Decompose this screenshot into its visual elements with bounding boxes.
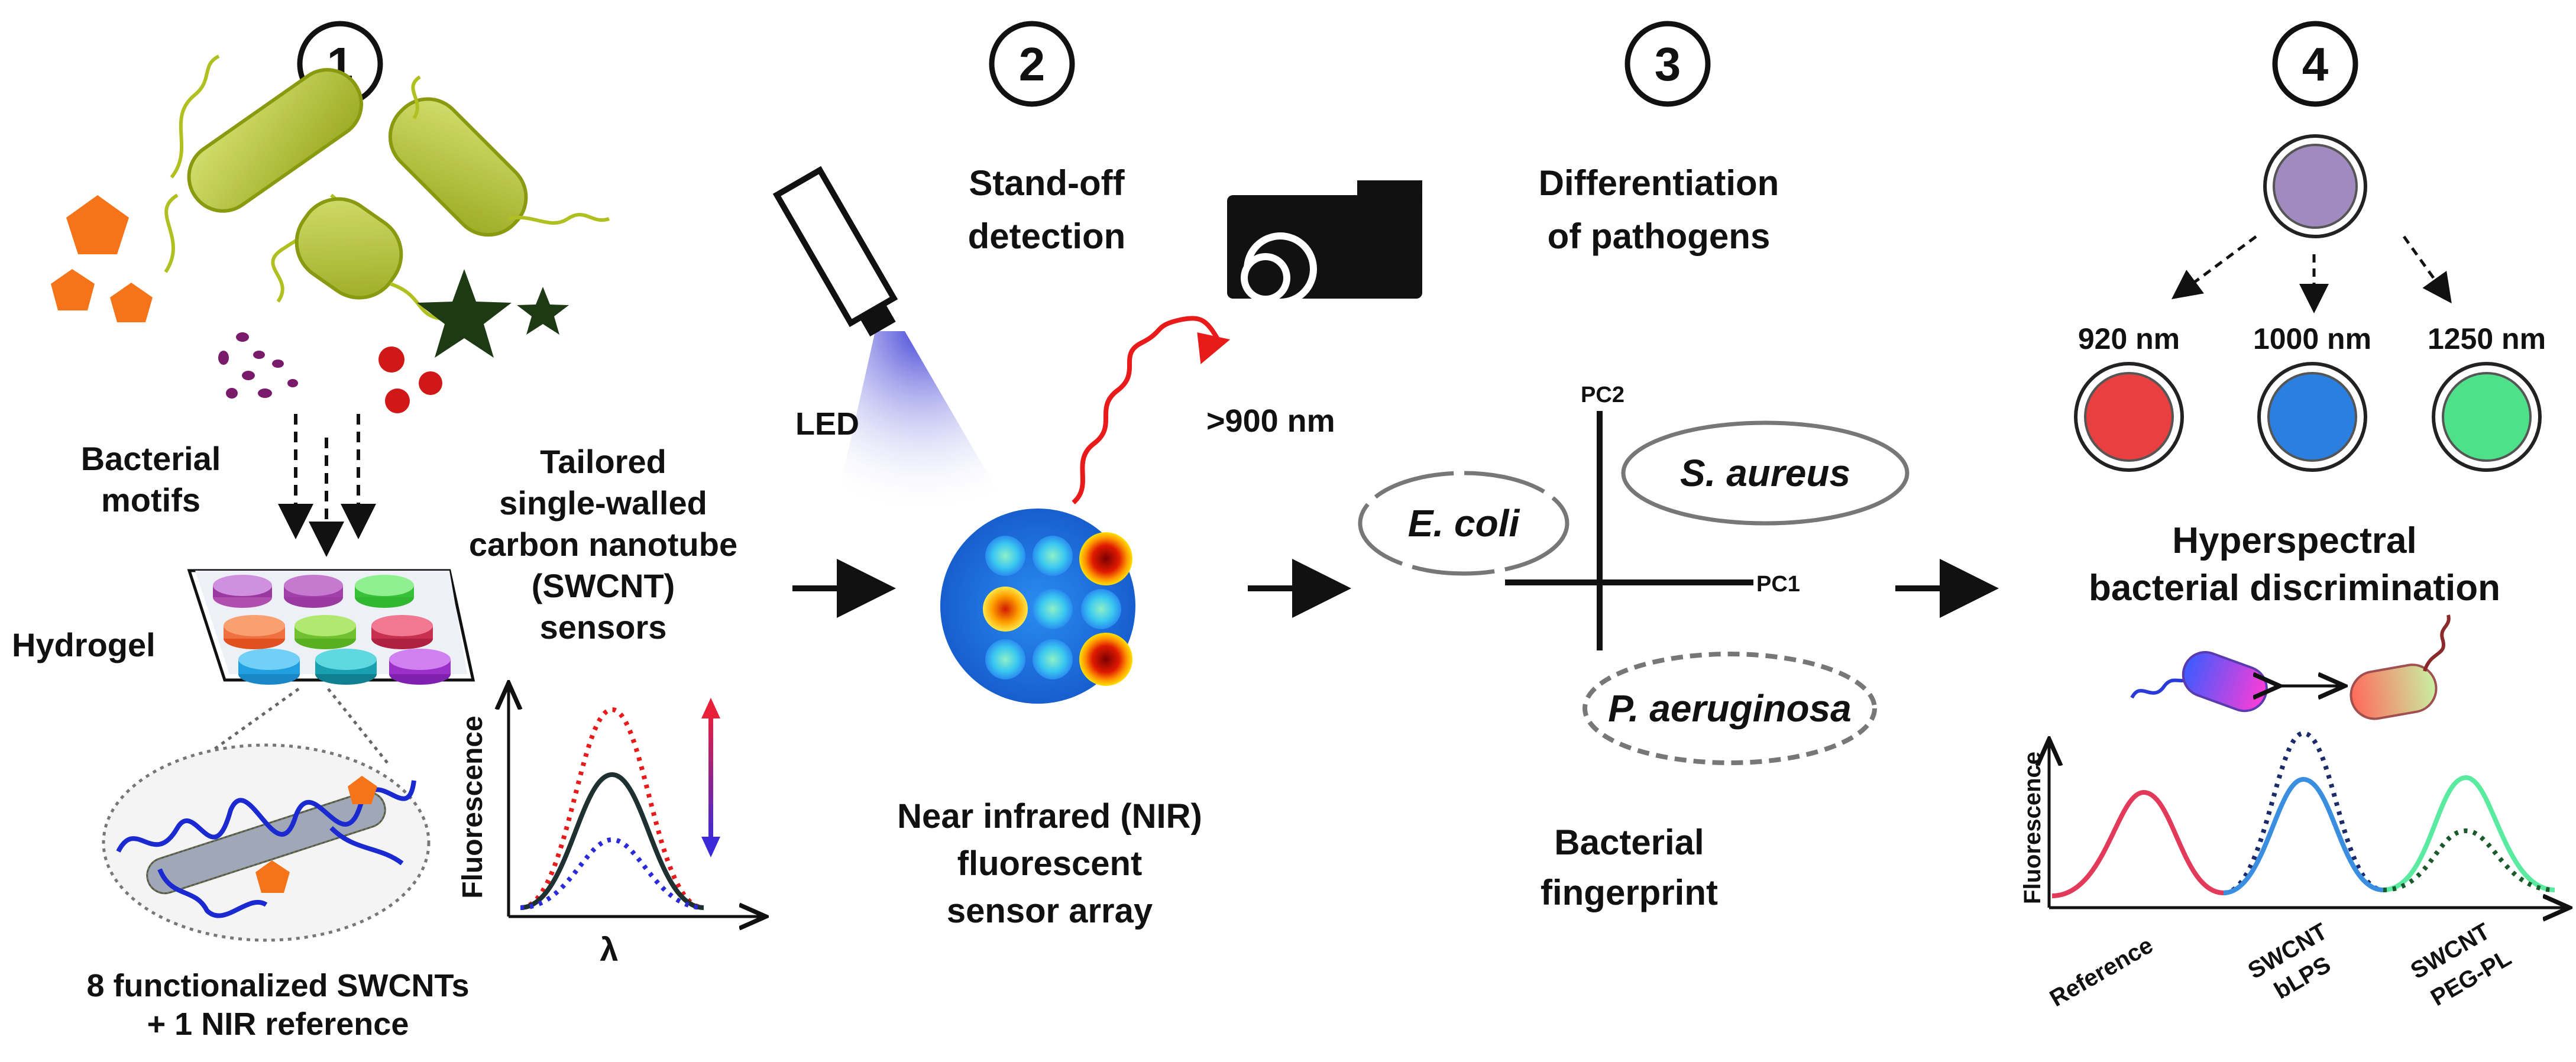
- sensor-spectrum-plot: Fluorescence λ: [457, 686, 763, 968]
- hyperspectral-plot: Fluorescence Reference SWCNT bLPS SWCNT …: [2020, 730, 2567, 1012]
- panel-title: of pathogens: [1548, 216, 1771, 256]
- caption-text: fluorescent: [957, 844, 1143, 883]
- wavelength-label: 1250 nm: [2428, 322, 2546, 355]
- tailored-label: (SWCNT): [532, 567, 675, 604]
- bLPS-dotted-peak: [2223, 730, 2384, 895]
- caption-text: Near infrared (NIR): [897, 797, 1202, 836]
- pc1-axis-label: PC1: [1756, 572, 1800, 597]
- red-curve: [520, 707, 704, 910]
- y-axis-label: Fluorescence: [457, 715, 488, 898]
- emission-wave: [1072, 316, 1221, 505]
- bacteria-icon: [164, 54, 610, 321]
- camera-icon: [1227, 180, 1422, 306]
- cluster-saureus: S. aureus: [1621, 420, 1910, 526]
- star-motif-icon: [417, 269, 569, 358]
- caption-text: 8 functionalized SWCNTs: [86, 968, 469, 1003]
- hydrogel-plate: [187, 569, 475, 685]
- step-number: 3: [1655, 38, 1681, 90]
- cluster-label: P. aeruginosa: [1608, 687, 1851, 730]
- step-badge-2: 2: [989, 21, 1075, 107]
- tailored-label: single-walled: [499, 484, 707, 522]
- cluster-label: S. aureus: [1680, 452, 1850, 494]
- pca-plot: PC2 PC1 E. coli S. aureus P. aeruginosa: [1358, 383, 1910, 765]
- purple-source-well: [2263, 134, 2367, 238]
- cluster-ecoli: E. coli: [1358, 471, 1569, 576]
- red-motif-icon: [378, 347, 442, 413]
- tailored-label: Tailored: [540, 443, 666, 480]
- led-beam: [834, 331, 1011, 514]
- panel-title: Stand-off: [969, 163, 1125, 203]
- purple-motif-icon: [218, 332, 298, 399]
- pegpl-solid-peak: [2383, 775, 2555, 892]
- bLPS-solid-peak: [2223, 776, 2384, 895]
- panel-2: Stand-off detection LED >900 nm: [772, 163, 1422, 930]
- cluster-label: E. coli: [1408, 502, 1520, 545]
- dashed-arrows: [278, 414, 376, 557]
- split-arrows: [2171, 235, 2452, 313]
- led-label: LED: [795, 406, 859, 442]
- caption-text: + 1 NIR reference: [147, 1006, 409, 1042]
- y-axis-label: Fluorescence: [2020, 752, 2046, 904]
- panel-title: Differentiation: [1539, 163, 1779, 203]
- bacteria-pair-icon: [2130, 614, 2451, 720]
- pc2-axis-label: PC2: [1581, 383, 1624, 407]
- reference-peak: [2051, 789, 2224, 898]
- panel-title: detection: [968, 216, 1126, 256]
- swcnt-zoom-ellipse: [102, 743, 431, 942]
- blue-curve: [520, 837, 704, 910]
- wavelength-label: 1000 nm: [2253, 322, 2371, 355]
- pegpl-dotted-peak: [2383, 828, 2555, 892]
- step-badge-4: 4: [2272, 21, 2358, 107]
- bacterial-motifs-label: motifs: [101, 481, 200, 519]
- step-badge-3: 3: [1624, 21, 1711, 107]
- cluster-paeruginosa: P. aeruginosa: [1583, 652, 1877, 765]
- caption-text: sensor array: [947, 892, 1153, 930]
- bacterial-motifs-label: Bacterial: [81, 440, 221, 477]
- panel-1: Bacterial motifs Hydrogel: [12, 54, 763, 1042]
- well-1250nm: [2432, 362, 2542, 472]
- well-1000nm: [2257, 362, 2367, 472]
- caption-text: Bacterial: [1554, 823, 1704, 862]
- wavelength-label: 920 nm: [2078, 322, 2180, 355]
- sensor-array-disk: [940, 509, 1135, 704]
- led-torch-icon: [772, 166, 898, 336]
- step-number: 4: [2302, 38, 2329, 90]
- hydrogel-wells: [213, 575, 451, 685]
- pentagon-motif-icon: [51, 195, 153, 322]
- panel-3: Differentiation of pathogens PC2 PC1 E. …: [1358, 163, 1910, 912]
- x-axis-label: λ: [600, 931, 618, 968]
- step-number: 2: [1019, 38, 1046, 90]
- panel-title: bacterial discrimination: [2089, 568, 2500, 608]
- baseline-curve: [520, 772, 704, 910]
- well-920nm: [2074, 362, 2184, 472]
- panel-4: 920 nm 1000 nm 1250 nm Hyperspectral bac…: [2020, 134, 2567, 1012]
- caption-text: fingerprint: [1541, 873, 1718, 912]
- wavelength-label: >900 nm: [1206, 403, 1335, 439]
- panel-title: Hyperspectral: [2172, 520, 2417, 561]
- tailored-label: sensors: [540, 608, 667, 646]
- tailored-label: carbon nanotube: [469, 526, 737, 563]
- x-tick-label: Reference: [2046, 932, 2158, 1012]
- hydrogel-label: Hydrogel: [12, 626, 156, 663]
